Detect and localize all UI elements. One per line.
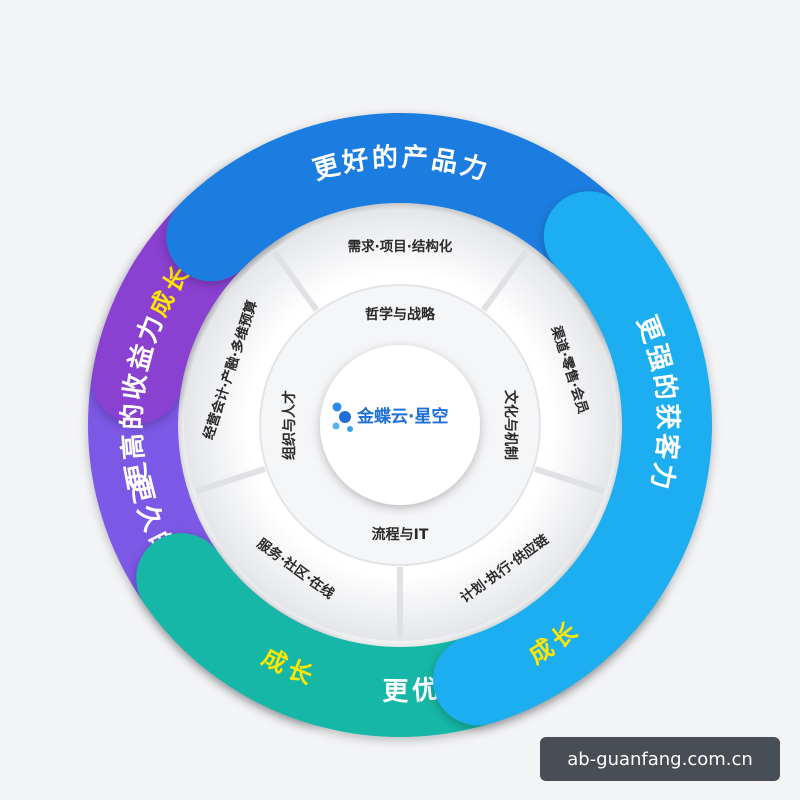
outer-segment-title: 更: [382, 677, 410, 707]
outer-segment-title: 力: [645, 460, 679, 491]
middle-divider: [481, 250, 529, 312]
inner-ring-label: 组织与人才: [281, 390, 298, 460]
inner-ring-label: 流程与IT: [372, 526, 429, 543]
middle-divider: [195, 466, 266, 494]
outer-segment-title: 好: [339, 145, 371, 179]
kingdee-logo-icon: [332, 402, 353, 432]
middle-ring-label: 需求·项目·结构化: [348, 238, 453, 255]
outer-segment-title: 获: [651, 403, 682, 430]
outer-segment-shape: [166, 113, 683, 349]
inner-ring-label: 文化与机制: [502, 390, 519, 460]
outer-segment-title: 的: [117, 403, 149, 430]
center-logo-text: 金蝶云·星空: [356, 406, 448, 427]
center-circle: [320, 345, 480, 505]
outer-segment-title: 客: [650, 432, 683, 461]
outer-ring: 更久的口碑力成长更高的收益力成长更好的产品力成长更优的交付力成长更强的获客力成长: [88, 113, 713, 738]
outer-segment-shape: [433, 191, 713, 726]
watermark: ab-guanfang.com.cn: [540, 737, 780, 781]
center-logo: 金蝶云·星空: [332, 402, 448, 432]
inner-ring-label: 哲学与战略: [365, 306, 436, 323]
outer-segment-title: 的: [648, 372, 682, 402]
middle-ring-dividers: [195, 250, 605, 639]
outer-segment-title: 品: [429, 145, 460, 179]
outer-segment-title: 收: [119, 372, 152, 402]
outer-segment-title: 产: [401, 143, 429, 174]
outer-segment-title: 的: [371, 142, 399, 174]
outer-segment-title: 高: [117, 432, 150, 460]
middle-divider: [534, 466, 605, 494]
middle-divider: [271, 250, 319, 312]
